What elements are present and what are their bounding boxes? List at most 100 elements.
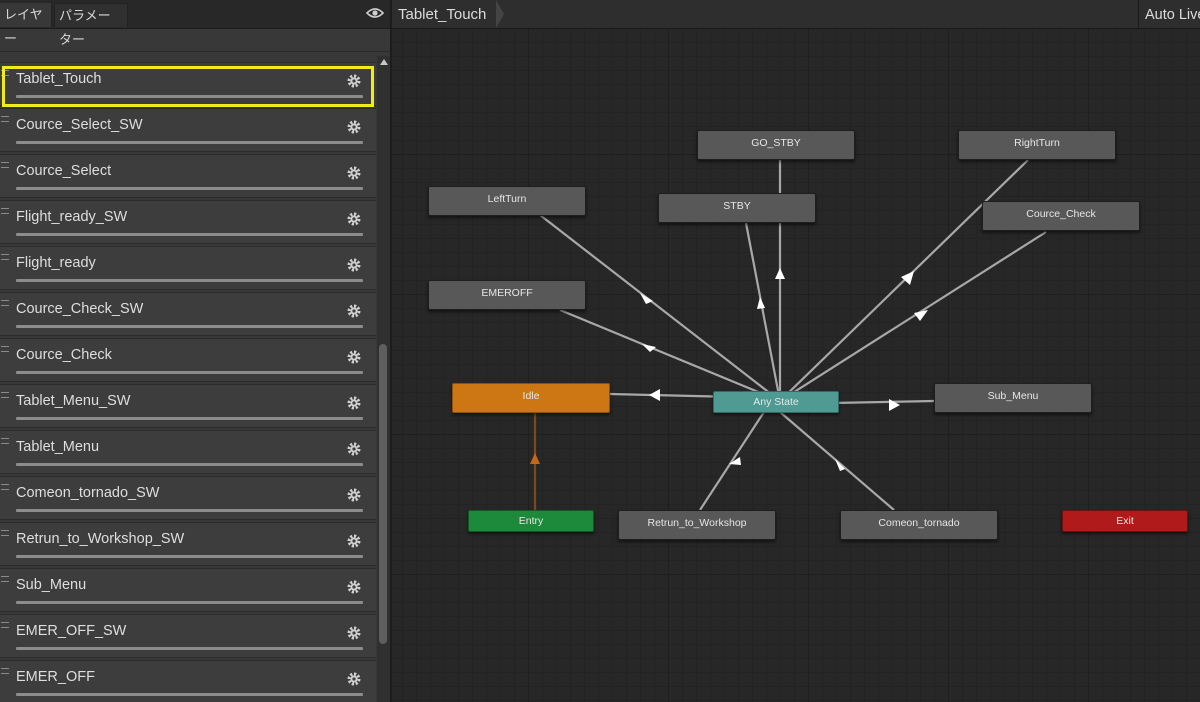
tab-layers[interactable]: レイヤー <box>0 3 52 46</box>
drag-handle-icon[interactable] <box>1 208 9 214</box>
parameter-item[interactable]: Flight_ready <box>0 246 376 290</box>
parameter-name: Flight_ready <box>16 255 96 271</box>
parameter-item[interactable]: Sub_Menu <box>0 568 376 612</box>
drag-handle-icon[interactable] <box>1 438 9 444</box>
gear-icon[interactable] <box>346 257 362 273</box>
parameter-name: Tablet_Menu <box>16 439 100 455</box>
transition-any-to-cource-check[interactable] <box>779 231 1047 402</box>
drag-handle-icon[interactable] <box>1 254 9 260</box>
state-retrun-to-workshop[interactable]: Retrun_to_Workshop <box>618 510 776 540</box>
parameter-toggle-bar <box>16 555 363 558</box>
eye-icon[interactable] <box>366 7 384 19</box>
parameter-scrollbar[interactable] <box>377 56 390 702</box>
parameter-item[interactable]: Cource_Select_SW <box>0 108 376 152</box>
animator-graph-canvas[interactable]: GO_STBY RightTurn LeftTurn STBY Cource_C… <box>392 0 1200 702</box>
parameter-toggle-bar <box>16 95 363 98</box>
parameter-item[interactable]: Tablet_Menu <box>0 430 376 474</box>
gear-icon[interactable] <box>346 73 362 89</box>
drag-handle-icon[interactable] <box>1 668 9 674</box>
gear-icon[interactable] <box>346 303 362 319</box>
parameter-toggle-bar <box>16 509 363 512</box>
drag-handle-icon[interactable] <box>1 162 9 168</box>
transition-any-to-retrun-to-workshop[interactable] <box>699 411 765 511</box>
state-entry[interactable]: Entry <box>468 510 594 532</box>
auto-live-link-toggle[interactable]: Auto Live <box>1138 0 1200 28</box>
state-go-stby[interactable]: GO_STBY <box>697 130 855 160</box>
panel-tabs: レイヤー パラメーター <box>0 0 390 47</box>
state-any-state[interactable]: Any State <box>713 391 839 413</box>
transition-arrow-icon <box>729 457 741 465</box>
parameter-item[interactable]: Comeon_tornado_SW <box>0 476 376 520</box>
parameter-name: EMER_OFF_SW <box>16 623 127 639</box>
transition-arrow-icon <box>757 297 765 309</box>
state-comeon-tornado[interactable]: Comeon_tornado <box>840 510 998 540</box>
tab-parameters[interactable]: パラメーター <box>54 3 128 47</box>
gear-icon[interactable] <box>346 119 362 135</box>
parameter-item[interactable]: Cource_Select <box>0 154 376 198</box>
transition-arrow-icon <box>649 389 660 401</box>
drag-handle-icon[interactable] <box>1 346 9 352</box>
drag-handle-icon[interactable] <box>1 622 9 628</box>
gear-icon[interactable] <box>346 487 362 503</box>
drag-handle-icon[interactable] <box>1 70 9 76</box>
parameter-toggle-bar <box>16 233 363 236</box>
parameter-toggle-bar <box>16 647 363 650</box>
state-exit[interactable]: Exit <box>1062 510 1188 532</box>
gear-icon[interactable] <box>346 671 362 687</box>
parameter-name: Retrun_to_Workshop_SW <box>16 531 185 547</box>
drag-handle-icon[interactable] <box>1 392 9 398</box>
parameter-item[interactable]: EMER_OFF_SW <box>0 614 376 658</box>
parameter-name: EMER_OFF <box>16 669 95 685</box>
parameter-toggle-bar <box>16 141 363 144</box>
parameter-name: Cource_Check <box>16 347 112 363</box>
breadcrumb-arrow-icon <box>496 0 504 28</box>
scroll-up-arrow-icon[interactable] <box>380 59 388 65</box>
drag-handle-icon[interactable] <box>1 576 9 582</box>
parameter-name: Flight_ready_SW <box>16 209 128 225</box>
gear-icon[interactable] <box>346 625 362 641</box>
parameter-toggle-bar <box>16 601 363 604</box>
parameter-toggle-bar <box>16 693 363 696</box>
gear-icon[interactable] <box>346 349 362 365</box>
state-stby[interactable]: STBY <box>658 193 816 223</box>
parameter-item[interactable]: Retrun_to_Workshop_SW <box>0 522 376 566</box>
transition-any-to-emeroff[interactable] <box>559 308 781 403</box>
parameters-panel: レイヤー パラメーター + Tablet_Touch Cource_Select… <box>0 0 390 702</box>
selected-parameter-highlight <box>2 66 374 107</box>
state-emeroff[interactable]: EMEROFF <box>428 280 586 310</box>
scrollbar-thumb[interactable] <box>379 344 387 644</box>
gear-icon[interactable] <box>346 579 362 595</box>
parameter-name: Tablet_Touch <box>16 71 102 87</box>
parameter-name: Cource_Select_SW <box>16 117 143 133</box>
parameter-name: Tablet_Menu_SW <box>16 393 131 409</box>
parameter-item[interactable]: Tablet_Menu_SW <box>0 384 376 428</box>
panel-divider[interactable] <box>390 0 392 702</box>
parameter-item[interactable]: Cource_Check <box>0 338 376 382</box>
parameter-item[interactable]: Flight_ready_SW <box>0 200 376 244</box>
breadcrumb-layer[interactable]: Tablet_Touch <box>398 6 487 23</box>
gear-icon[interactable] <box>346 211 362 227</box>
drag-handle-icon[interactable] <box>1 484 9 490</box>
gear-icon[interactable] <box>346 165 362 181</box>
drag-handle-icon[interactable] <box>1 300 9 306</box>
gear-icon[interactable] <box>346 533 362 549</box>
state-right-turn[interactable]: RightTurn <box>958 130 1116 160</box>
drag-handle-icon[interactable] <box>1 530 9 536</box>
gear-icon[interactable] <box>346 395 362 411</box>
drag-handle-icon[interactable] <box>1 116 9 122</box>
state-cource-check[interactable]: Cource_Check <box>982 201 1140 231</box>
state-left-turn[interactable]: LeftTurn <box>428 186 586 216</box>
transition-any-to-left-turn[interactable] <box>539 214 781 402</box>
state-idle[interactable]: Idle <box>452 383 610 413</box>
transition-any-to-right-turn[interactable] <box>779 159 1029 402</box>
transition-arrow-icon <box>530 453 540 464</box>
transition-arrow-icon <box>835 459 845 471</box>
transition-arrow-icon <box>889 399 900 411</box>
state-sub-menu[interactable]: Sub_Menu <box>934 383 1092 413</box>
transition-arrow-icon <box>775 268 785 279</box>
parameter-item[interactable]: EMER_OFF <box>0 660 376 702</box>
parameter-toggle-bar <box>16 463 363 466</box>
transition-any-to-stby[interactable] <box>744 222 782 402</box>
parameter-item[interactable]: Cource_Check_SW <box>0 292 376 336</box>
gear-icon[interactable] <box>346 441 362 457</box>
